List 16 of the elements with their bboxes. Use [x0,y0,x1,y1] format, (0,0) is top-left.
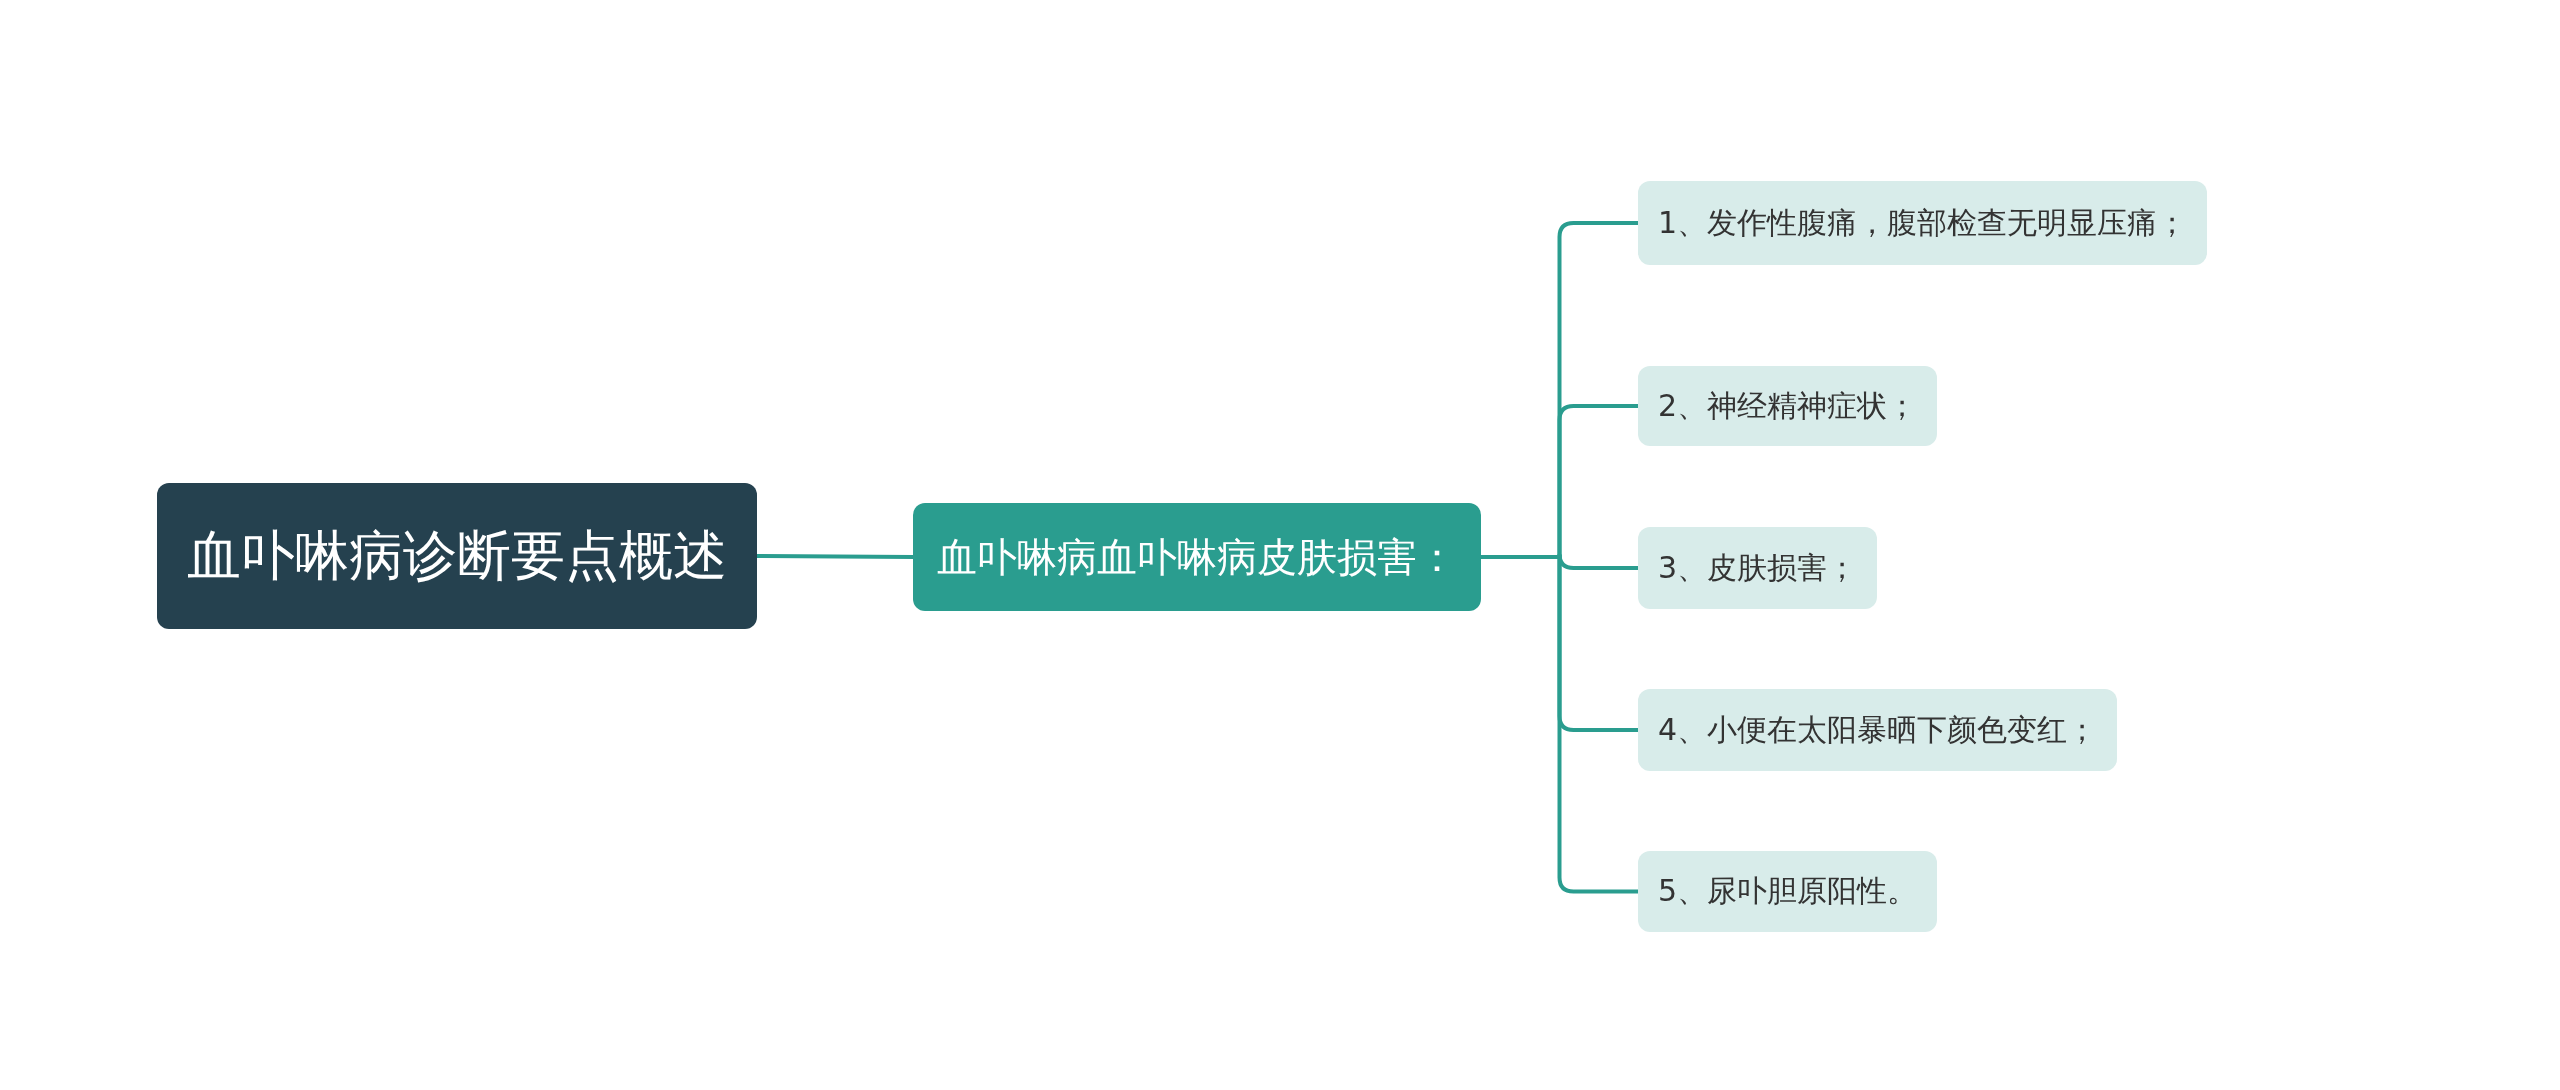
node-text: 2、神经精神症状； [1658,386,1918,425]
node-text: 3、皮肤损害； [1658,548,1858,587]
leaf-box [1638,851,1938,932]
leaf-box [1638,527,1878,609]
leaf-box [1638,366,1938,446]
leaf-box [1638,689,2118,771]
leaf-box [1638,181,2208,265]
node-text: 4、小便在太阳暴晒下颜色变红； [1658,710,2098,749]
subtopic-box [913,503,1481,611]
connector [757,554,913,559]
node-text: 5、尿卟胆原阳性。 [1658,872,1918,910]
topic-box [157,483,757,629]
node-text: 1、发作性腹痛，腹部检查无明显压痛； [1658,203,2188,242]
node-text: 血卟啉病诊断要点概述 [187,522,727,589]
connector [1481,555,1638,894]
node-text: 血卟啉病血卟啉病皮肤损害： [937,532,1457,582]
